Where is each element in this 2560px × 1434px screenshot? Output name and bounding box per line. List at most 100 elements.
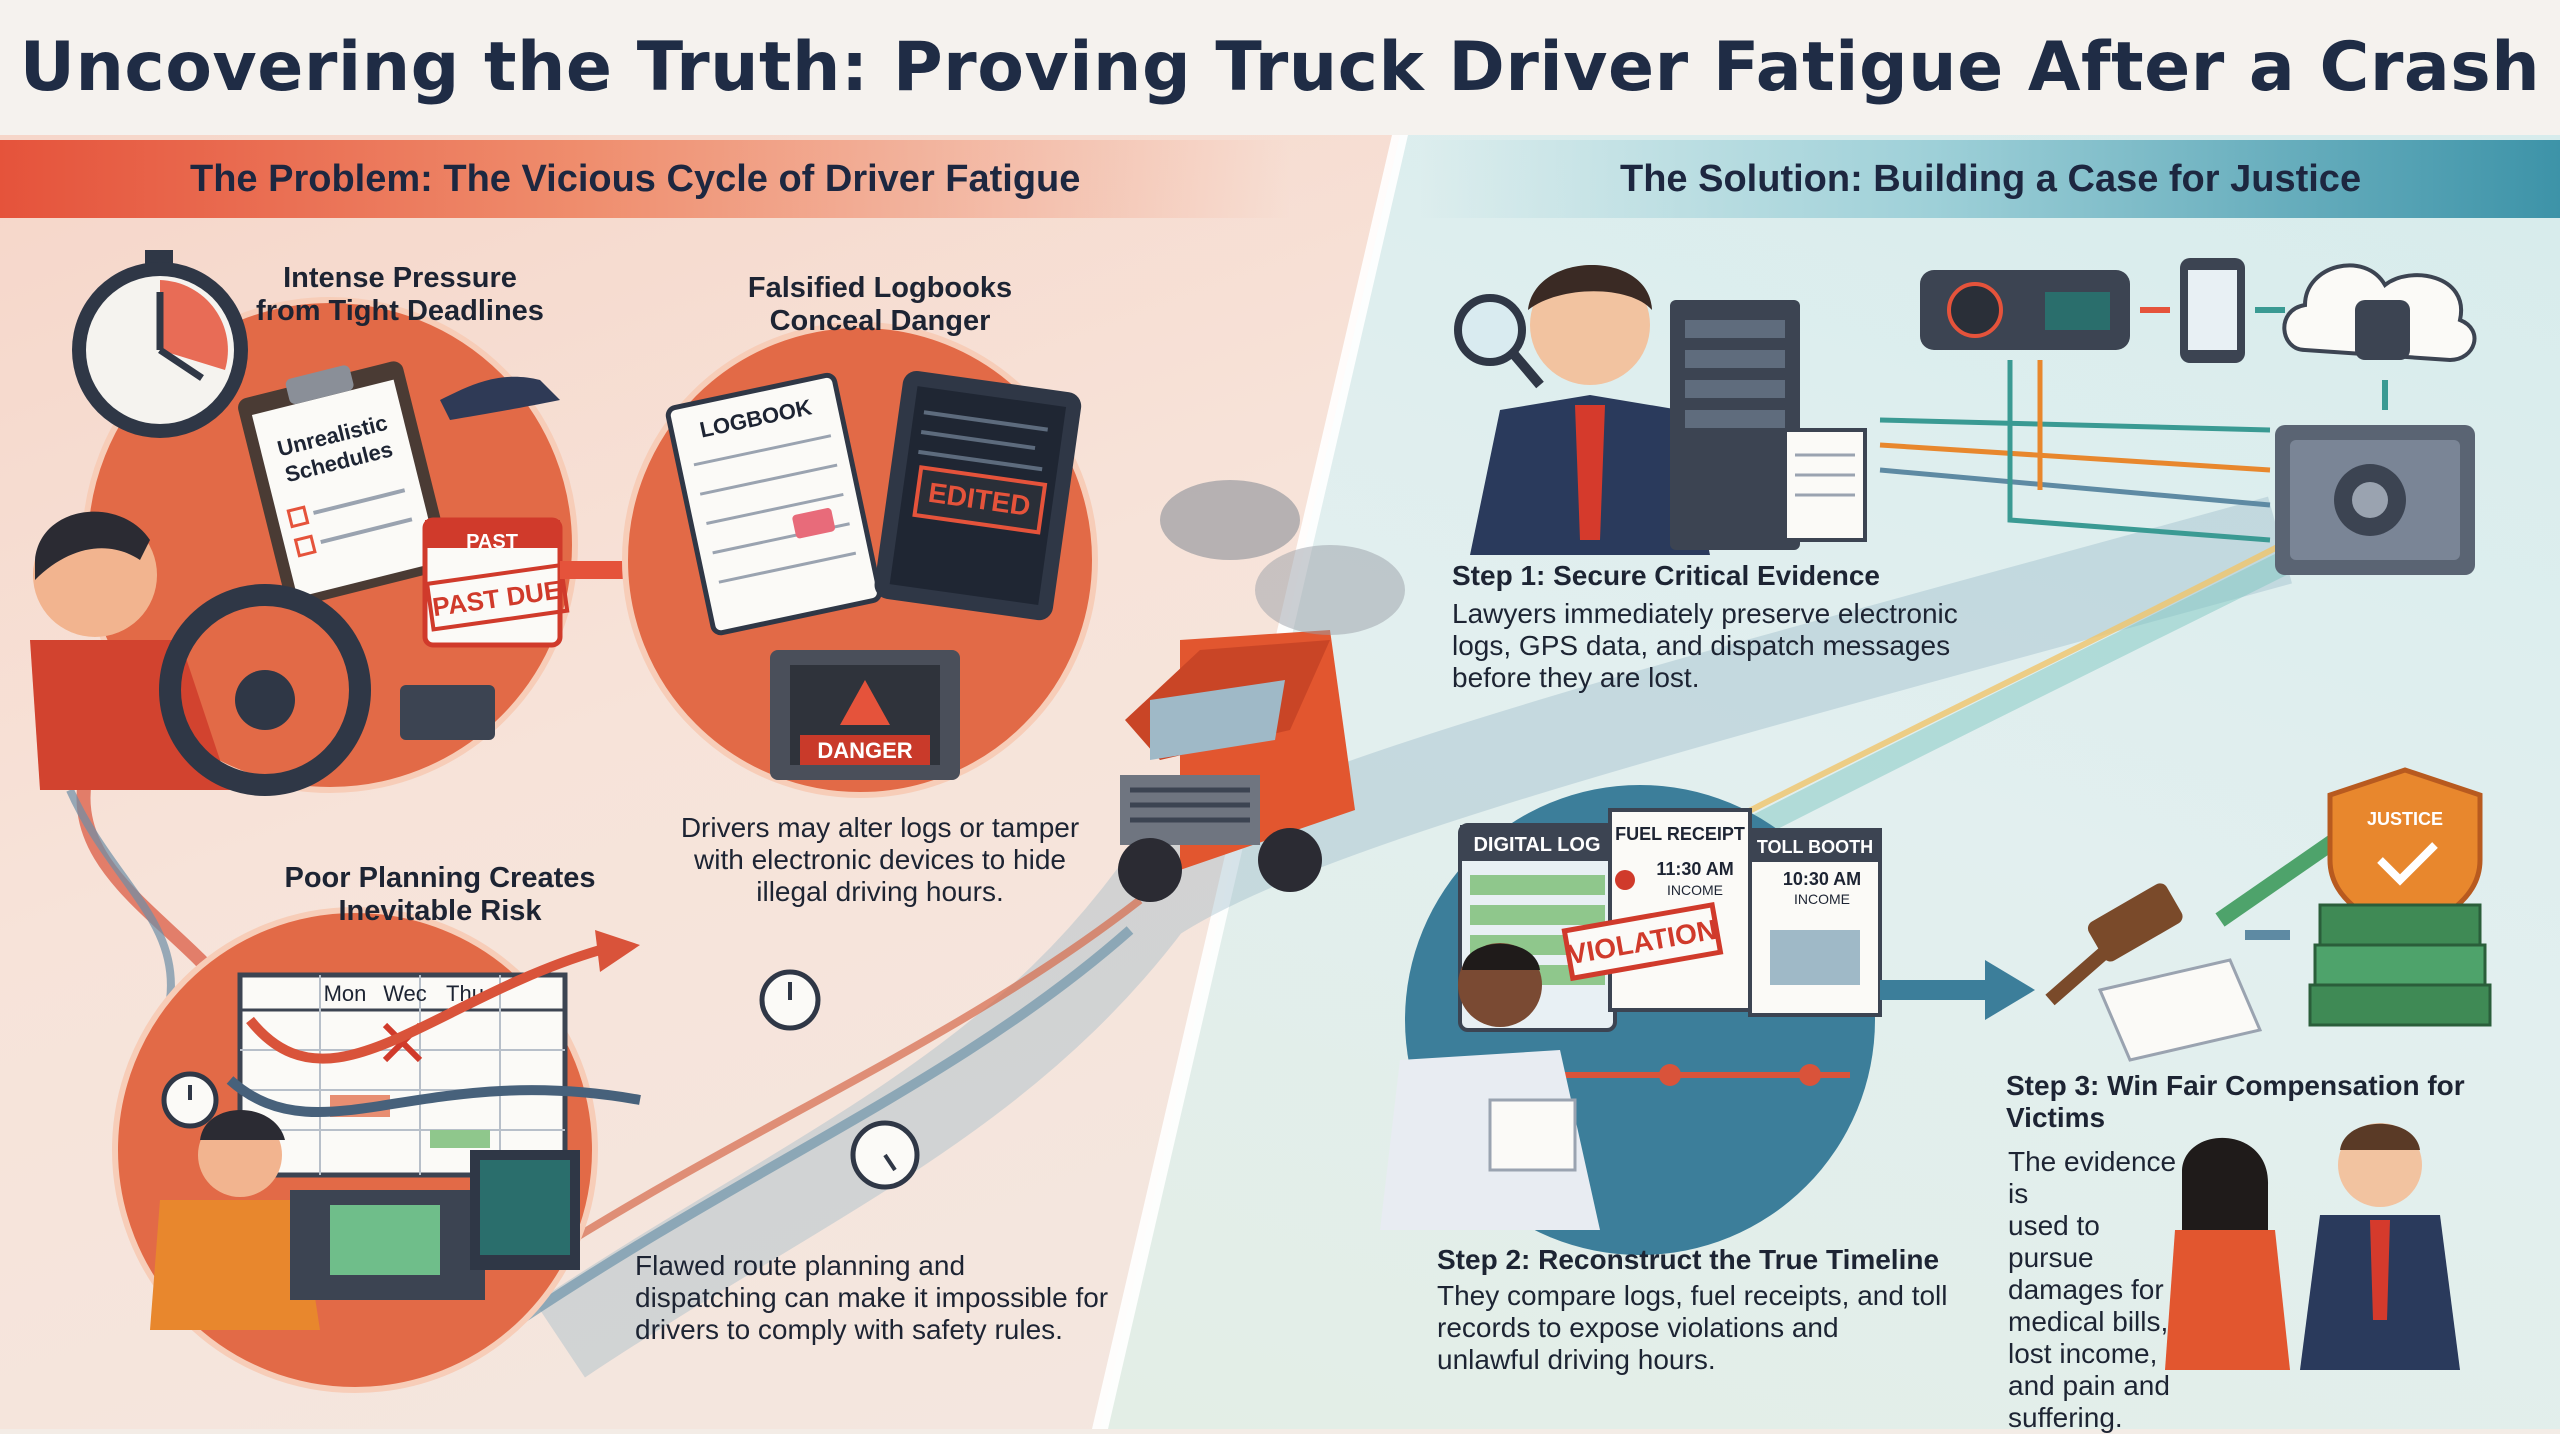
clock-icon-2 bbox=[759, 969, 821, 1031]
step2-description: They compare logs, fuel receipts, and to… bbox=[1437, 1280, 1957, 1376]
step3-desc-line3: damages for bbox=[2008, 1274, 2164, 1305]
lawyer-illustration bbox=[1470, 265, 1710, 555]
digital-log-label: DIGITAL LOG bbox=[1473, 834, 1600, 856]
step2-block: Step 2: Reconstruct the True Timeline Th… bbox=[1437, 1244, 1957, 1376]
planning-title: Poor Planning Creates Inevitable Risk bbox=[260, 862, 620, 928]
safe-label: DANGER bbox=[817, 738, 912, 763]
stressed-driver-illustration bbox=[30, 511, 495, 796]
logbooks-desc-line3: illegal driving hours. bbox=[756, 876, 1004, 907]
step3-title: Step 3: Win Fair Compensation for Victim… bbox=[2006, 1070, 2465, 1133]
logbooks-title-line1: Falsified Logbooks bbox=[747, 272, 1013, 304]
day-label-mon: Mon bbox=[324, 981, 367, 1006]
logbook-circle-ring bbox=[622, 322, 1098, 798]
toll-booth-card: TOLL BOOTH 10:30 AM INCOME bbox=[1748, 828, 1882, 1017]
fuel-receipt-label: FUEL RECEIPT bbox=[1615, 824, 1745, 844]
step3-description: The evidence is used to pursue damages f… bbox=[2008, 1146, 2178, 1434]
step1-desc-line3: before they are lost. bbox=[1452, 662, 1700, 693]
timeline-marker-2 bbox=[1799, 1064, 1821, 1086]
dispatcher-illustration bbox=[150, 1110, 580, 1330]
fuel-receipt-card: FUEL RECEIPT 11:30 AM INCOME bbox=[1608, 808, 1752, 1012]
step2-desc-line2: records to expose violations and bbox=[1437, 1312, 1839, 1343]
schedule-board-icon: Mon Wec Thu bbox=[237, 972, 568, 1178]
magnifier-icon bbox=[1454, 294, 1544, 389]
document-icon bbox=[1783, 428, 1867, 542]
data-line-2 bbox=[1879, 442, 2271, 473]
data-line-3 bbox=[1879, 467, 2271, 508]
logbooks-title: Falsified Logbooks Conceal Danger bbox=[720, 272, 1040, 338]
step3-desc-line2: used to pursue bbox=[2008, 1210, 2100, 1273]
chaos-arrow-1 bbox=[246, 945, 602, 1064]
calendar-icon: PAST PAST DUE bbox=[422, 517, 570, 648]
logbooks-desc-line1: Drivers may alter logs or tamper bbox=[680, 812, 1080, 843]
fuel-receipt-time: 11:30 AM bbox=[1656, 859, 1733, 879]
step2-desc-line1: They compare logs, fuel receipts, and to… bbox=[1437, 1280, 1948, 1311]
solution-heading: The Solution: Building a Case for Justic… bbox=[1620, 157, 2362, 200]
manager-hand-icon bbox=[440, 376, 560, 420]
clipboard-icon: Unrealistic Schedules bbox=[238, 361, 451, 607]
tablet-icon: EDITED bbox=[874, 370, 1082, 621]
solution-banner: The Solution: Building a Case for Justic… bbox=[1420, 140, 2560, 218]
step1-block: Step 1: Secure Critical Evidence Lawyers… bbox=[1452, 560, 1972, 694]
step3-desc-line7: suffering. bbox=[2008, 1402, 2123, 1433]
step3-desc-line4: medical bills, bbox=[2008, 1306, 2169, 1337]
toll-booth-label: TOLL BOOTH bbox=[1757, 837, 1873, 857]
chaos-arrow-head-1 bbox=[595, 930, 640, 972]
victims-illustration bbox=[2165, 1123, 2460, 1370]
step3-desc-line1: The evidence is bbox=[2008, 1146, 2177, 1209]
pressure-title-line1: Intense Pressure bbox=[283, 262, 517, 294]
step2-desc-line3: unlawful driving hours. bbox=[1437, 1344, 1716, 1375]
data-line-1 bbox=[1879, 417, 2271, 433]
day-label-wed: Wec bbox=[383, 981, 427, 1006]
planning-circle-ring bbox=[112, 907, 598, 1393]
road-stream bbox=[535, 496, 2292, 1378]
step1-desc-line1: Lawyers immediately preserve electronic bbox=[1452, 598, 1958, 629]
step1-title: Step 1: Secure Critical Evidence bbox=[1452, 560, 1880, 591]
dashboard-icon bbox=[1920, 270, 2130, 350]
problem-heading: The Problem: The Vicious Cycle of Driver… bbox=[190, 157, 1081, 200]
pressure-title-line2: from Tight Deadlines bbox=[256, 295, 544, 327]
toll-booth-time: 10:30 AM bbox=[1783, 869, 1861, 889]
chaos-arrow-2 bbox=[226, 1076, 641, 1118]
title-bar: Uncovering the Truth: Proving Truck Driv… bbox=[0, 0, 2560, 135]
step1-description: Lawyers immediately preserve electronic … bbox=[1452, 598, 1972, 694]
papers-icon bbox=[2097, 958, 2263, 1062]
shield-label: JUSTICE bbox=[2367, 809, 2443, 829]
step2-title: Step 2: Reconstruct the True Timeline bbox=[1437, 1244, 1940, 1275]
vault-icon bbox=[2275, 425, 2475, 575]
analyst-illustration bbox=[1380, 943, 1600, 1230]
money-stack-icon bbox=[2308, 903, 2492, 1027]
data-line-4 bbox=[2007, 360, 2271, 543]
clock-icon-3 bbox=[850, 1120, 920, 1190]
stream-line-2 bbox=[537, 896, 1143, 1264]
planning-desc-line3: drivers to comply with safety rules. bbox=[635, 1314, 1063, 1345]
toll-booth-sub: INCOME bbox=[1794, 891, 1850, 907]
planning-description: Flawed route planning and dispatching ca… bbox=[635, 1250, 1115, 1346]
logbook-icon: LOGBOOK bbox=[665, 372, 882, 636]
safe-icon: DANGER bbox=[770, 650, 960, 780]
step3-desc-line6: and pain and bbox=[2008, 1370, 2170, 1401]
planning-title-line1: Poor Planning Creates bbox=[284, 862, 596, 894]
stream-line-1 bbox=[517, 926, 1134, 1325]
step1-desc-line2: logs, GPS data, and dispatch messages bbox=[1452, 630, 1951, 661]
crashed-truck-illustration bbox=[1118, 480, 1405, 902]
logbooks-desc-line2: with electronic devices to hide bbox=[694, 844, 1066, 875]
gavel-icon bbox=[2045, 883, 2183, 1006]
clock-icon-1 bbox=[161, 1071, 219, 1129]
pressure-title: Intense Pressure from Tight Deadlines bbox=[240, 262, 560, 328]
stopwatch-icon bbox=[72, 250, 248, 438]
problem-banner: The Problem: The Vicious Cycle of Driver… bbox=[0, 140, 1290, 218]
planning-desc-line2: dispatching can make it impossible for bbox=[635, 1282, 1109, 1313]
planning-title-line2: Inevitable Risk bbox=[338, 895, 542, 927]
timeline-marker-1 bbox=[1659, 1064, 1681, 1086]
logbooks-description: Drivers may alter logs or tamper with el… bbox=[660, 812, 1100, 908]
server-icon bbox=[1670, 300, 1800, 550]
step3-desc-line5: lost income, bbox=[2008, 1338, 2158, 1369]
logbooks-title-line2: Conceal Danger bbox=[769, 305, 991, 337]
fuel-receipt-sub: INCOME bbox=[1667, 882, 1723, 898]
calendar-top-label: PAST bbox=[466, 531, 518, 553]
page-title: Uncovering the Truth: Proving Truck Driv… bbox=[19, 28, 2541, 107]
planning-desc-line1: Flawed route planning and bbox=[635, 1250, 966, 1281]
cloud-database-icon bbox=[2282, 263, 2477, 363]
justice-shield-icon: JUSTICE bbox=[2327, 767, 2483, 938]
